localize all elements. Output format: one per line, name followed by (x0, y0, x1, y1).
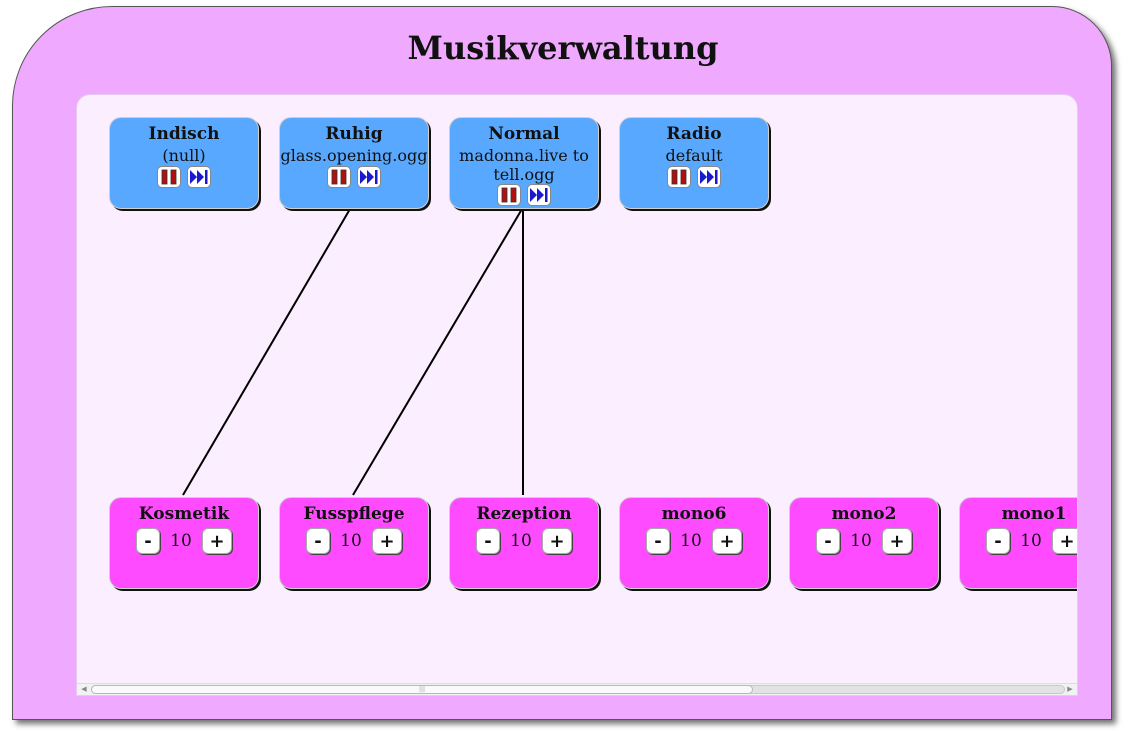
fast-forward-icon (190, 170, 208, 184)
pause-button[interactable] (497, 184, 521, 206)
music-card-indisch[interactable]: Indisch (null) (109, 117, 259, 209)
pause-icon (331, 169, 347, 185)
music-card-radio[interactable]: Radio default (619, 117, 769, 209)
room-card-title: mono1 (1001, 504, 1067, 524)
music-card-song: madonna.live to tell.ogg (459, 146, 589, 184)
volume-down-button[interactable]: - (646, 528, 670, 554)
fast-forward-icon (700, 170, 718, 184)
connection-line-normal-fusspflege (352, 208, 523, 496)
volume-down-button[interactable]: - (136, 528, 160, 554)
volume-value: 10 (510, 531, 532, 551)
connection-line-ruhig-kosmetik (182, 208, 351, 496)
fast-forward-icon (360, 170, 378, 184)
music-card-ruhig[interactable]: Ruhig glass.opening.ogg (279, 117, 429, 209)
music-card-song: (null) (162, 146, 206, 165)
app-window: Musikverwaltung Indisch (null) Ruhig gla… (12, 6, 1112, 720)
volume-up-button[interactable]: + (202, 528, 232, 554)
next-button[interactable] (357, 166, 381, 188)
music-card-normal[interactable]: Normal madonna.live to tell.ogg (449, 117, 599, 209)
pause-button[interactable] (327, 166, 351, 188)
room-card-title: Kosmetik (138, 504, 230, 524)
volume-down-button[interactable]: - (476, 528, 500, 554)
pause-icon (161, 169, 177, 185)
volume-up-button[interactable]: + (1052, 528, 1077, 554)
music-card-title: Indisch (148, 124, 220, 144)
volume-up-button[interactable]: + (372, 528, 402, 554)
music-card-title: Ruhig (325, 124, 383, 144)
volume-down-button[interactable]: - (816, 528, 840, 554)
scroll-right-arrow[interactable]: ▶ (1067, 685, 1073, 693)
horizontal-scrollbar[interactable]: ◀ ||| ▶ (77, 683, 1077, 695)
music-card-title: Radio (666, 124, 722, 144)
volume-down-button[interactable]: - (986, 528, 1010, 554)
volume-up-button[interactable]: + (712, 528, 742, 554)
music-card-song: glass.opening.ogg (280, 146, 428, 165)
next-button[interactable] (527, 184, 551, 206)
room-card-title: Rezeption (476, 504, 572, 524)
routing-panel: Indisch (null) Ruhig glass.opening.ogg (76, 94, 1078, 696)
volume-up-button[interactable]: + (542, 528, 572, 554)
volume-value: 10 (1020, 531, 1042, 551)
volume-value: 10 (850, 531, 872, 551)
volume-down-button[interactable]: - (306, 528, 330, 554)
volume-value: 10 (170, 531, 192, 551)
room-card-mono1[interactable]: mono1 - 10 + (959, 497, 1077, 589)
scrollbar-thumb[interactable]: ||| (91, 685, 753, 694)
volume-up-button[interactable]: + (882, 528, 912, 554)
pause-button[interactable] (157, 166, 181, 188)
scroll-left-arrow[interactable]: ◀ (81, 685, 87, 693)
pause-icon (501, 187, 517, 203)
room-card-kosmetik[interactable]: Kosmetik - 10 + (109, 497, 259, 589)
page-title: Musikverwaltung (407, 29, 719, 67)
music-card-song: default (665, 146, 723, 165)
volume-value: 10 (680, 531, 702, 551)
room-card-title: mono6 (661, 504, 727, 524)
room-card-title: mono2 (831, 504, 897, 524)
room-card-fusspflege[interactable]: Fusspflege - 10 + (279, 497, 429, 589)
next-button[interactable] (187, 166, 211, 188)
next-button[interactable] (697, 166, 721, 188)
room-card-rezeption[interactable]: Rezeption - 10 + (449, 497, 599, 589)
fast-forward-icon (530, 188, 548, 202)
room-card-title: Fusspflege (303, 504, 405, 524)
volume-value: 10 (340, 531, 362, 551)
pause-icon (671, 169, 687, 185)
pause-button[interactable] (667, 166, 691, 188)
room-card-mono6[interactable]: mono6 - 10 + (619, 497, 769, 589)
room-card-mono2[interactable]: mono2 - 10 + (789, 497, 939, 589)
music-card-title: Normal (488, 124, 560, 144)
